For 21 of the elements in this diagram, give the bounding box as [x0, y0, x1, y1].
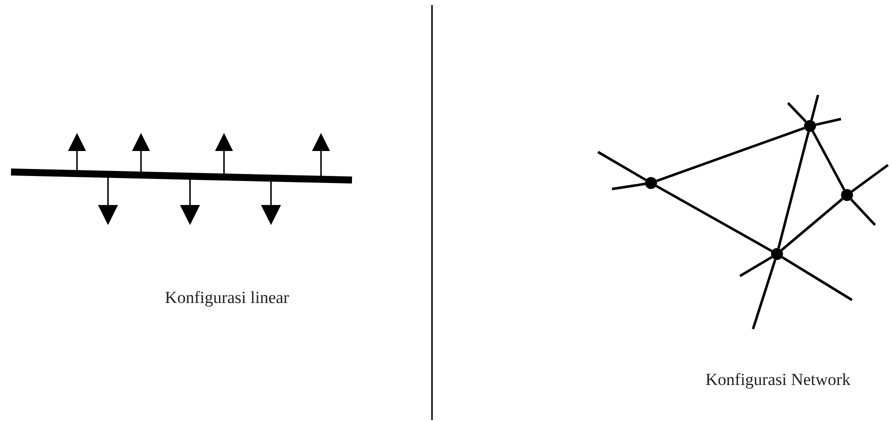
network-node-dot [804, 120, 816, 132]
network-node-dot [841, 189, 853, 201]
connection-line [787, 102, 807, 123]
caption: Konfigurasi Network [706, 370, 850, 390]
connection-line [810, 94, 820, 120]
connection-line [780, 198, 844, 252]
connection-line [752, 259, 776, 330]
connection-line [777, 132, 810, 248]
caption: Konfigurasi linear [164, 288, 290, 308]
connection-line [612, 182, 646, 190]
connection-line [850, 198, 876, 226]
connection-line [812, 130, 846, 190]
connection-line [597, 150, 646, 182]
connection-line [656, 184, 772, 252]
network-node-dot [645, 177, 657, 189]
connection-line [739, 256, 772, 278]
connection-line [851, 164, 889, 192]
connection-line [656, 126, 805, 182]
network-node-dot [771, 248, 783, 260]
connection-line [781, 256, 853, 302]
connection-line [816, 118, 842, 126]
